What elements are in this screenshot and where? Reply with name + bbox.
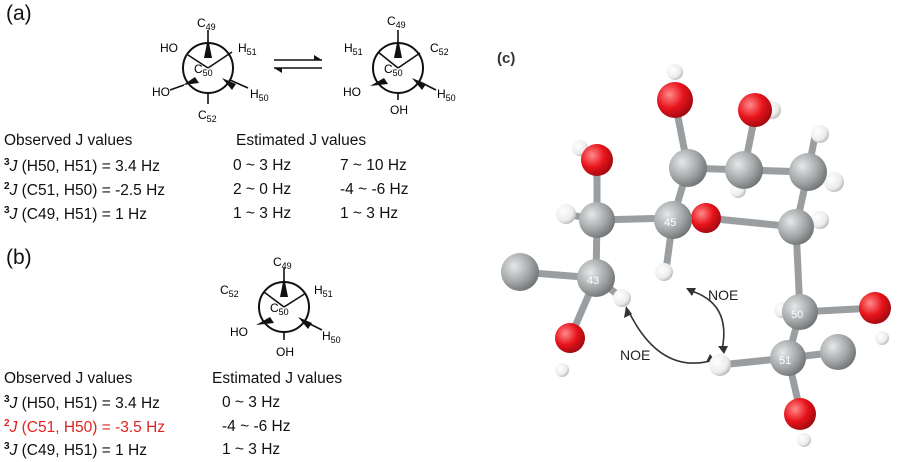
table-b-row-1-observed: 3J (H50, H51) = 3.4 Hz xyxy=(4,394,160,412)
table-a-row-2-est1: 2 ~ 0 Hz xyxy=(233,181,292,198)
table-a-row-3-observed: 3J (C49, H51) = 1 Hz xyxy=(4,205,147,223)
panel-label-a: (a) xyxy=(6,2,32,25)
b-right-lower-label: H50 xyxy=(322,329,341,345)
a2-right-lower-label: H50 xyxy=(437,87,456,103)
table-b-row-3-observed: 3J (C49, H51) = 1 Hz xyxy=(4,441,147,459)
atom-label-51: 51 xyxy=(779,355,791,367)
b-right-upper-label: H51 xyxy=(314,283,333,299)
table-b-row-1-est1: 0 ~ 3 Hz xyxy=(222,394,281,411)
table-a-row-1-est1: 0 ~ 3 Hz xyxy=(233,157,292,174)
table-a-row-2-observed: 2J (C51, H50) = -2.5 Hz xyxy=(4,181,166,199)
table-b-row-3-est1: 1 ~ 3 Hz xyxy=(222,441,281,458)
table-b-header-estimated: Estimated J values xyxy=(212,370,343,387)
table-a-row-2-est2: -4 ~ -6 Hz xyxy=(340,181,409,198)
newman-a2: C49 H51 C52 HO H50 OH C50 xyxy=(343,14,456,117)
a1-right-upper-label: H51 xyxy=(238,41,257,57)
table-a-row-1-observed: 3J (H50, H51) = 3.4 Hz xyxy=(4,157,160,175)
table-a-row-3-est2: 1 ~ 3 Hz xyxy=(340,205,399,222)
b-left-lower-label: HO xyxy=(230,325,248,339)
equilibrium-arrows xyxy=(274,55,322,73)
noe-arrows xyxy=(627,289,725,364)
atom-label-50: 50 xyxy=(791,309,803,321)
a2-left-upper-label: H51 xyxy=(344,41,363,57)
a1-left-lower-label: HO xyxy=(152,85,170,99)
atom-label-43: 43 xyxy=(587,275,599,287)
table-b-row-2-est1: -4 ~ -6 Hz xyxy=(222,418,291,435)
a2-top-label: C49 xyxy=(387,14,406,30)
newman-projections: C49 HO H51 HO H50 C52 C50 C49 H51 C52 HO… xyxy=(152,14,456,359)
a2-right-upper-label: C52 xyxy=(430,41,449,57)
panel-label-b: (b) xyxy=(6,246,32,269)
newman-a1: C49 HO H51 HO H50 C52 C50 xyxy=(152,16,269,124)
atom-label-45: 45 xyxy=(664,217,676,229)
table-a-row-1-est2: 7 ~ 10 Hz xyxy=(340,157,407,174)
a2-center-label: C50 xyxy=(384,62,403,78)
panel-label-c: (c) xyxy=(497,50,516,67)
noe-label-2: NOE xyxy=(620,347,650,363)
a2-left-lower-label: HO xyxy=(343,85,361,99)
a1-center-label: C50 xyxy=(194,62,213,78)
noe-label-1: NOE xyxy=(708,287,738,303)
a1-bottom-label: C52 xyxy=(198,108,217,124)
newman-b: C49 C52 H51 HO H50 OH C50 xyxy=(220,255,341,359)
table-a-row-3-est1: 1 ~ 3 Hz xyxy=(233,205,292,222)
carbon-atoms xyxy=(501,149,856,376)
a1-right-lower-label: H50 xyxy=(250,87,269,103)
noe-arrowhead-4 xyxy=(718,346,728,354)
oxygen-atoms xyxy=(555,82,891,430)
a2-bottom-label: OH xyxy=(390,103,408,117)
b-left-upper-label: C52 xyxy=(220,283,239,299)
b-top-label: C49 xyxy=(273,255,292,271)
noe-arrowhead-3 xyxy=(686,288,696,296)
b-center-label: C50 xyxy=(270,301,289,317)
table-a-header-observed: Observed J values xyxy=(4,132,133,149)
a1-top-label: C49 xyxy=(197,16,216,32)
table-a-header-estimated: Estimated J values xyxy=(236,132,367,149)
b-bottom-label: OH xyxy=(276,345,294,359)
a1-left-upper-label: HO xyxy=(160,41,178,55)
table-b-header-observed: Observed J values xyxy=(4,370,133,387)
noe-arrowhead-1 xyxy=(624,306,632,318)
molecular-model: 45 43 50 51 NOE NOE xyxy=(501,64,891,447)
table-b-row-2-observed: 2J (C51, H50) = -3.5 Hz xyxy=(4,418,166,436)
hydrogen-atoms xyxy=(555,64,889,447)
